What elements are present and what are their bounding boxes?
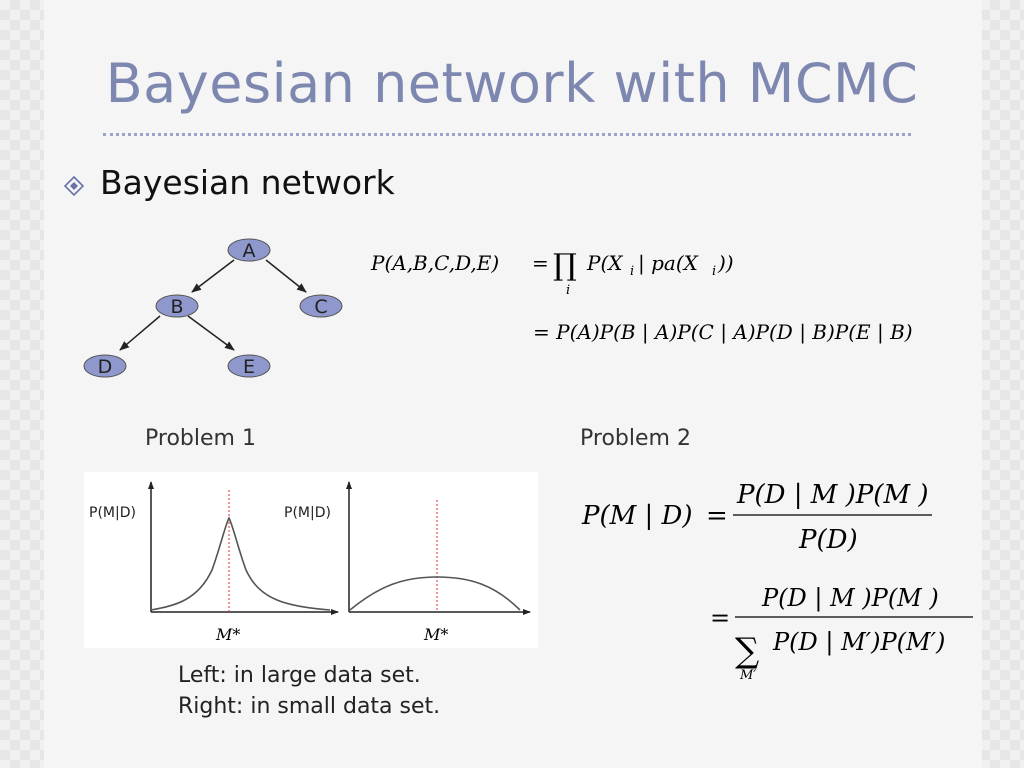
right-x-label: M* — [423, 625, 448, 644]
joint-rhs-mid: | pa(X — [638, 251, 699, 276]
joint-rhs-start: P(X — [586, 251, 623, 275]
slide-title: Bayesian network with MCMC — [105, 52, 919, 115]
product-index: i — [566, 283, 570, 298]
left-x-label: M* — [215, 625, 240, 644]
node-e-label: E — [243, 356, 255, 378]
node-b-label: B — [170, 296, 183, 318]
left-plot: P(M|D) M* — [89, 481, 339, 644]
posterior2-equals: = — [710, 604, 730, 632]
caption-line-2: Right: in small data set. — [178, 694, 441, 719]
right-plot: P(M|D) M* — [284, 481, 531, 644]
left-y-label: P(M|D) — [89, 505, 136, 521]
node-d: D — [83, 354, 127, 378]
joint-lhs: P(A,B,C,D,E) — [370, 251, 499, 275]
joint-rhs-end: )) — [717, 251, 734, 275]
joint-equals: = — [532, 251, 549, 275]
edge-a-c — [265, 259, 307, 293]
edge-a-b — [191, 259, 235, 293]
joint-rhs-sub1: i — [630, 264, 634, 279]
posterior-numerator: P(D | M )P(M ) — [736, 480, 928, 510]
product-symbol: ∏ — [553, 248, 577, 283]
sum-symbol: ∑ — [735, 631, 759, 671]
joint-rhs-sub2: i — [712, 264, 716, 279]
left-posterior-curve — [150, 516, 331, 611]
node-e: E — [227, 354, 271, 378]
edge-b-d — [119, 315, 161, 351]
posterior2-denominator: P(D | M′)P(M′) — [772, 628, 945, 657]
posterior-denominator: P(D) — [798, 525, 858, 555]
problem-2-label: Problem 2 — [580, 426, 691, 451]
edge-b-e — [187, 315, 235, 351]
posterior-equals: = — [706, 501, 728, 531]
problem-1-label: Problem 1 — [145, 426, 256, 451]
right-y-label: P(M|D) — [284, 505, 331, 521]
node-c: C — [299, 294, 343, 318]
plot-caption: Left: in large data set. Right: in small… — [178, 660, 440, 722]
diamond-bullet-icon — [63, 175, 85, 197]
title-divider — [103, 133, 911, 136]
posterior-plots-panel — [84, 472, 538, 648]
posterior2-numerator: P(D | M )P(M ) — [761, 584, 939, 613]
caption-line-1: Left: in large data set. — [178, 663, 421, 688]
sum-index: M′ — [739, 668, 756, 683]
node-a: A — [227, 238, 271, 262]
node-a-label: A — [243, 240, 256, 262]
bullet-heading: Bayesian network — [100, 163, 395, 202]
right-posterior-curve — [349, 576, 521, 611]
node-c-label: C — [314, 296, 327, 318]
node-b: B — [155, 294, 199, 318]
factorized-formula: = P(A)P(B | A)P(C | A)P(D | B)P(E | B) — [533, 320, 913, 345]
node-d-label: D — [98, 356, 113, 378]
posterior-lhs: P(M | D) — [581, 501, 693, 531]
